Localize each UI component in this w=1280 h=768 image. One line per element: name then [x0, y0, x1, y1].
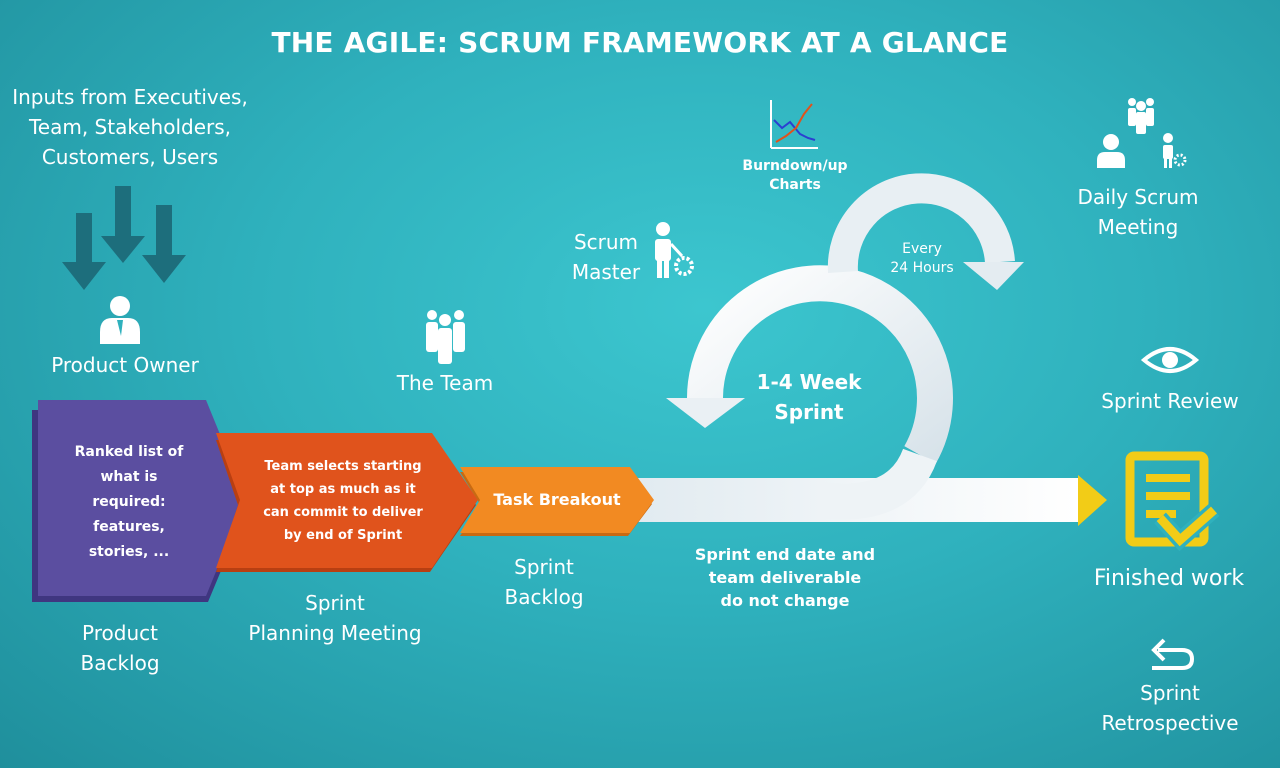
scrum-master-icon	[655, 222, 694, 278]
backlog-line-2: what is	[100, 469, 158, 485]
burndown-line-1: Burndown/up	[742, 158, 848, 174]
sprint-review-label: Sprint Review	[1101, 389, 1239, 413]
sprint-length-label: 1-4 Week Sprint	[742, 367, 876, 427]
every-24-hours-label: Every 24 Hours	[872, 240, 972, 278]
product-owner-label: Product Owner	[51, 353, 199, 377]
daily-loop-arrowhead	[963, 262, 1024, 290]
sprint-backlog-line-2: Backlog	[504, 585, 584, 609]
planning-line-1: Team selects starting	[264, 459, 422, 474]
scrum-master-line-1: Scrum	[573, 230, 639, 254]
sprint-end-text: Sprint end date and team deliverable do …	[680, 543, 890, 612]
undo-arrow-icon	[1151, 638, 1195, 670]
flow-bar-arrowhead	[1078, 475, 1107, 526]
backlog-box-text: Ranked list of what is required: feature…	[60, 440, 198, 565]
planning-line-3: can commit to deliver	[263, 505, 423, 520]
task-box	[460, 467, 654, 533]
planning-box	[216, 433, 478, 568]
scrum-master-line-2: Master	[571, 260, 641, 284]
finished-work-label: Finished work	[1093, 566, 1245, 591]
daily-loop	[827, 173, 1015, 273]
retrospective-line-1: Sprint	[1140, 681, 1200, 705]
sprint-end-line-1: Sprint end date and	[694, 545, 876, 564]
backlog-line-1: Ranked list of	[74, 444, 184, 460]
sprint-end-line-3: do not change	[720, 591, 850, 610]
sprint-loop-join	[817, 447, 937, 520]
planning-line-4: by end of Sprint	[283, 528, 403, 543]
eye-icon	[1140, 347, 1200, 373]
burndown-label: Burndown/up Charts	[730, 157, 860, 195]
scrum-master-label: Scrum Master	[556, 227, 656, 287]
inputs-text: Inputs from Executives, Team, Stakeholde…	[0, 82, 260, 172]
planning-line-2: at top as much as it	[270, 482, 416, 497]
person-icon	[100, 296, 140, 344]
sprint-loop	[686, 265, 953, 464]
sprint-end-line-2: team deliverable	[708, 568, 862, 587]
daily-scrum-label: Daily Scrum Meeting	[1060, 182, 1216, 242]
sprint-loop-arrowhead	[666, 398, 745, 428]
retrospective-label: Sprint Retrospective	[1086, 678, 1254, 738]
the-team-label: The Team	[396, 371, 494, 395]
planning-meeting-line-2: Planning Meeting	[248, 621, 422, 645]
inputs-line-1: Inputs from Executives,	[12, 85, 248, 109]
checklist-icon	[1125, 451, 1220, 552]
every-line-1: Every	[902, 241, 942, 257]
backlog-line-5: stories, ...	[88, 544, 170, 560]
daily-scrum-icon	[1097, 98, 1187, 168]
burndown-line-2: Charts	[769, 177, 821, 193]
backlog-line-3: required:	[92, 494, 166, 510]
team-icon	[426, 310, 465, 364]
daily-scrum-line-1: Daily Scrum	[1077, 185, 1199, 209]
product-backlog-line-1: Product	[82, 621, 158, 645]
retrospective-line-2: Retrospective	[1101, 711, 1239, 735]
sprint-backlog-label: Sprint Backlog	[484, 552, 604, 612]
product-backlog-line-2: Backlog	[80, 651, 160, 675]
down-arrows-icon	[62, 186, 186, 290]
planning-meeting-line-1: Sprint	[305, 591, 365, 615]
every-line-2: 24 Hours	[890, 260, 954, 276]
daily-scrum-line-2: Meeting	[1097, 215, 1179, 239]
sprint-length-line-1: 1-4 Week	[756, 370, 862, 394]
inputs-line-3: Customers, Users	[41, 145, 219, 169]
planning-meeting-label: Sprint Planning Meeting	[232, 588, 438, 648]
sprint-backlog-line-1: Sprint	[514, 555, 574, 579]
inputs-line-2: Team, Stakeholders,	[28, 115, 231, 139]
task-breakout-label: Task Breakout	[493, 490, 621, 509]
chart-icon	[770, 100, 818, 149]
backlog-line-4: features,	[93, 519, 165, 535]
planning-box-text: Team selects starting at top as much as …	[250, 455, 436, 547]
sprint-length-line-2: Sprint	[774, 400, 844, 424]
backlog-box	[38, 400, 246, 596]
page-title: THE AGILE: SCRUM FRAMEWORK AT A GLANCE	[271, 26, 1009, 59]
product-backlog-label: Product Backlog	[40, 618, 200, 678]
